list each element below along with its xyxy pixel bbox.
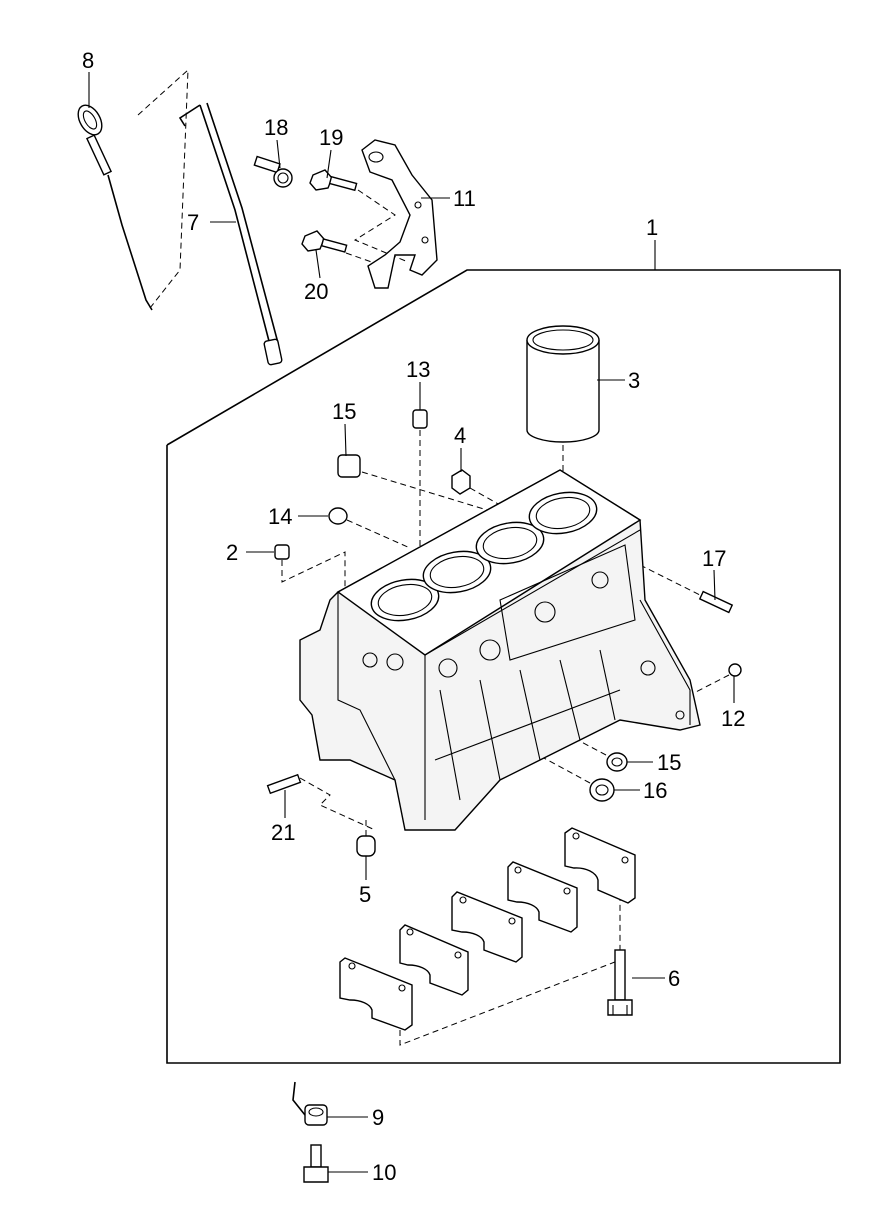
callout-5: 5: [359, 882, 371, 907]
callout-15-lower: 15: [657, 750, 681, 775]
sensor-9[interactable]: [292, 1081, 328, 1126]
bolt-6[interactable]: [607, 949, 633, 1016]
callout-1: 1: [646, 215, 658, 240]
dowel-2[interactable]: [274, 544, 346, 590]
plug-5[interactable]: [356, 820, 376, 857]
callout-13: 13: [406, 357, 430, 382]
plug-12[interactable]: [689, 663, 742, 696]
callout-9: 9: [372, 1105, 384, 1130]
leader-lines: [88, 72, 735, 1173]
plug-14[interactable]: [328, 507, 411, 549]
dowel-13[interactable]: [412, 409, 428, 560]
callout-21: 21: [271, 820, 295, 845]
callout-12: 12: [721, 706, 745, 731]
callout-16: 16: [643, 778, 667, 803]
bearing-cap-2[interactable]: [399, 924, 469, 996]
callout-20: 20: [304, 279, 328, 304]
bearing-cap-5[interactable]: [564, 827, 636, 904]
dipstick-tube[interactable]: [178, 102, 283, 366]
bearing-cap-4[interactable]: [507, 861, 578, 933]
callout-6: 6: [668, 966, 680, 991]
callout-15-upper: 15: [332, 399, 356, 424]
callout-labels: 1 2 3 4 5 6 7 8 9 10 11 12 13 14 15 15 1…: [82, 48, 745, 1185]
callout-17: 17: [702, 546, 726, 571]
callout-11: 11: [453, 186, 476, 211]
bolt-20[interactable]: [301, 230, 381, 266]
callout-2: 2: [226, 540, 238, 565]
callout-14: 14: [268, 504, 292, 529]
callout-8: 8: [82, 48, 94, 73]
bolt-18[interactable]: [253, 155, 293, 188]
plug-15-upper[interactable]: [337, 454, 521, 521]
stud-17[interactable]: [639, 564, 734, 614]
callout-4: 4: [454, 423, 466, 448]
cylinder-block[interactable]: [299, 469, 701, 831]
callout-10: 10: [372, 1160, 396, 1185]
callout-3: 3: [628, 368, 640, 393]
callout-19: 19: [319, 125, 343, 150]
dipstick[interactable]: [73, 68, 189, 311]
bearing-cap-1[interactable]: [339, 957, 413, 1031]
assembly-frame: [166, 240, 841, 1064]
bearing-cap-3[interactable]: [451, 891, 523, 963]
plug-4[interactable]: [451, 469, 501, 506]
bolt-10[interactable]: [303, 1144, 329, 1183]
callout-18: 18: [264, 115, 288, 140]
bolt-19[interactable]: [309, 169, 409, 263]
bracket[interactable]: [361, 139, 438, 289]
cylinder-liner[interactable]: [526, 325, 600, 500]
callout-7: 7: [187, 210, 199, 235]
stud-21[interactable]: [266, 773, 376, 831]
